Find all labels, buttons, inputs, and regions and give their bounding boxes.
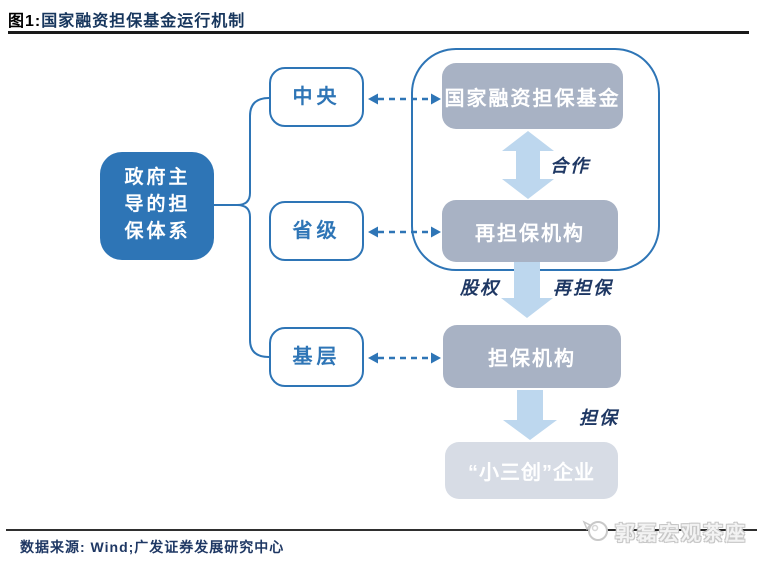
watermark-text: 郭磊宏观茶座 (615, 522, 747, 545)
cooperation-double-arrow-icon (502, 131, 554, 199)
figure-title: 图1:国家融资担保基金运行机制 (8, 7, 245, 31)
arrowhead-right-icon (431, 226, 441, 238)
title-divider (8, 31, 749, 34)
data-source-text: 数据来源: Wind;广发证券发展研究中心 (20, 539, 285, 555)
footer-divider (6, 529, 757, 531)
level-box-grassroot: 基层 (269, 327, 364, 387)
watermark-logo: 郭磊宏观茶座 (582, 516, 747, 546)
arrowhead-left-icon (368, 93, 378, 105)
dashed-arrow-central-fund (368, 93, 441, 105)
brace-connector (236, 97, 270, 358)
guarantee-institutions-box: 担保机构 (443, 325, 621, 388)
arrowhead-left-icon (368, 352, 378, 364)
cooperation-label: 合作 (550, 156, 590, 176)
level-box-central: 中央 (269, 67, 364, 127)
dashed-arrow-provincial-reguarantee (368, 226, 441, 238)
level-box-provincial: 省级 (269, 201, 364, 261)
reguarantee-institutions-box: 再担保机构 (442, 200, 618, 262)
guarantee-label: 担保 (579, 408, 619, 428)
equity-reguarantee-down-arrow-icon (501, 262, 553, 318)
equity-label: 股权 (460, 278, 500, 298)
dashed-arrow-grassroot-guarantee (368, 352, 441, 364)
teapot-icon (582, 520, 608, 541)
arrowhead-right-icon (431, 93, 441, 105)
arrowhead-right-icon (431, 352, 441, 364)
national-fund-box: 国家融资担保基金 (442, 63, 623, 129)
arrowhead-left-icon (368, 226, 378, 238)
guarantee-down-arrow-icon (503, 390, 557, 440)
figure-title-text: 国家融资担保基金运行机制 (41, 13, 246, 30)
enterprises-box: “小三创”企业 (445, 442, 618, 499)
reguarantee-label: 再担保 (553, 278, 613, 298)
figure-number: 图1: (8, 13, 42, 30)
gov-led-system-box: 政府主导的担保体系 (100, 152, 214, 260)
